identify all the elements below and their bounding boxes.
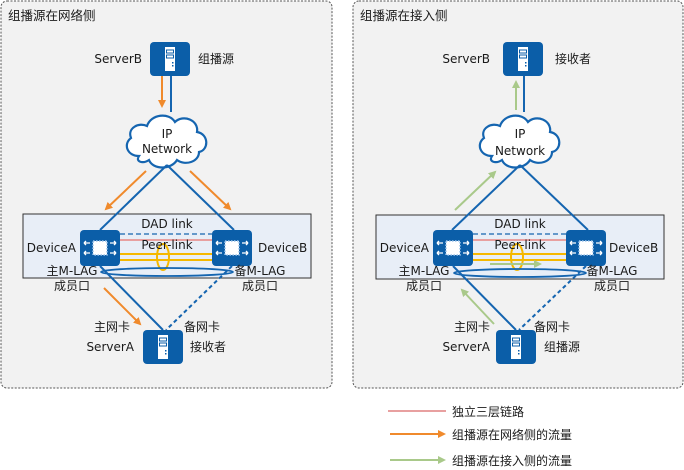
flow-arrow: [454, 170, 497, 211]
server-b-role: 组播源: [198, 52, 234, 66]
server-b-name: ServerB: [94, 52, 142, 66]
server-b-role: 接收者: [555, 51, 591, 66]
link-deviceb-servera: [518, 265, 587, 331]
server-a-role: 组播源: [544, 340, 580, 354]
flow-arrow: [460, 288, 495, 325]
link-cloud-deviceb: [519, 164, 589, 231]
legend-item-network-flow: 组播源在网络侧的流量: [390, 427, 572, 442]
peer-link-bundle: [156, 243, 170, 271]
primary-port-label-2: 成员口: [54, 279, 90, 293]
link-cloud-devicea: [99, 164, 168, 231]
device-b-label: DeviceB: [609, 241, 658, 255]
legend-label: 组播源在接入侧的流量: [452, 453, 572, 468]
backup-port-label-2: 成员口: [242, 279, 278, 293]
peer-link-bundle: [510, 243, 524, 271]
backup-port-label-1: 备M-LAG: [587, 264, 638, 278]
server-a-icon: [495, 329, 537, 365]
primary-nic-label: 主网卡: [454, 320, 490, 334]
panel-network-side: 组播源在网络侧 ServerB 组播源 IP Network DAD link …: [0, 0, 333, 389]
cloud-label-2: Network: [142, 142, 192, 156]
primary-port-label-1: 主M-LAG: [399, 264, 450, 278]
legend-label: 独立三层链路: [452, 404, 524, 419]
flow-arrow: [104, 170, 147, 211]
flow-arrow: [189, 170, 232, 211]
flow-arrow: [103, 287, 142, 326]
backup-nic-label: 备网卡: [184, 320, 220, 334]
peer-link-label: Peer-link: [494, 238, 545, 252]
server-b-icon: [502, 41, 544, 77]
server-a-name: ServerA: [442, 340, 490, 354]
device-b-label: DeviceB: [258, 241, 307, 255]
device-b-icon: [565, 229, 607, 267]
mlag-bundle: [453, 268, 587, 278]
device-a-label: DeviceA: [380, 241, 430, 255]
server-a-name: ServerA: [86, 340, 134, 354]
cloud-label-1: IP: [162, 127, 173, 141]
legend-label: 组播源在网络侧的流量: [452, 427, 572, 442]
peer-link-label: Peer-link: [141, 238, 192, 252]
legend-item-access-flow: 组播源在接入侧的流量: [390, 453, 572, 468]
panel-title: 组播源在网络侧: [8, 8, 96, 23]
link-devicea-servera: [452, 265, 517, 331]
cloud-label-2: Network: [495, 144, 545, 158]
dad-link-label: DAD link: [141, 217, 193, 231]
dad-link-label: DAD link: [494, 217, 546, 231]
legend-item-l3-link: 独立三层链路: [388, 404, 524, 419]
backup-port-label-2: 成员口: [594, 279, 630, 293]
primary-nic-label: 主网卡: [94, 320, 130, 334]
device-a-icon: [432, 229, 474, 267]
backup-nic-label: 备网卡: [534, 320, 570, 334]
link-devicea-servera: [99, 265, 164, 331]
server-b-name: ServerB: [442, 52, 490, 66]
backup-port-label-1: 备M-LAG: [235, 264, 286, 278]
panel-frame: [352, 0, 684, 389]
primary-port-label-2: 成员口: [406, 279, 442, 293]
server-a-role: 接收者: [190, 339, 226, 354]
link-cloud-devicea: [451, 164, 521, 231]
link-cloud-deviceb: [166, 164, 235, 231]
primary-port-label-1: 主M-LAG: [47, 264, 98, 278]
server-a-icon: [142, 329, 184, 365]
panel-frame: [0, 0, 333, 389]
mlag-bundle: [100, 267, 234, 277]
cloud-label-1: IP: [515, 127, 526, 141]
panel-title: 组播源在接入侧: [360, 8, 448, 23]
server-b-icon: [149, 41, 191, 77]
panel-access-side: 组播源在接入侧 ServerB 接收者 IP Network DAD link …: [352, 0, 684, 389]
device-b-icon: [211, 229, 253, 267]
device-a-label: DeviceA: [27, 241, 77, 255]
legend: 独立三层链路 组播源在网络侧的流量 组播源在接入侧的流量: [388, 404, 572, 468]
link-deviceb-servera: [165, 265, 233, 331]
device-a-icon: [79, 229, 121, 267]
